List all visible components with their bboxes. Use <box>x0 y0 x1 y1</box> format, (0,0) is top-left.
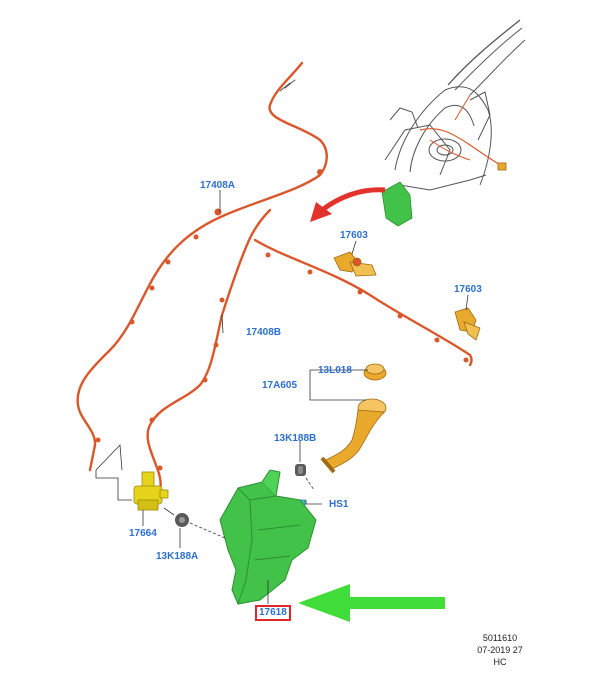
filler-pipe-17A605 <box>320 398 387 474</box>
callout-13K188B[interactable]: 13K188B <box>274 433 317 444</box>
callout-17408B[interactable]: 17408B <box>246 327 282 338</box>
callout-17408A[interactable]: 17408A <box>200 180 236 191</box>
green-highlight-arrow <box>298 584 445 622</box>
washer-reservoir-17618 <box>219 469 317 605</box>
illustration-date: 07-2019 27 <box>477 645 523 655</box>
washer-hose-17408B <box>146 208 473 510</box>
grommet-13K188A <box>175 513 189 527</box>
callout-17618[interactable]: 17618 <box>255 605 291 621</box>
callout-17603-left[interactable]: 17603 <box>340 230 368 241</box>
hose-clips <box>95 169 469 471</box>
vehicle-locator-inset <box>384 19 526 191</box>
washer-pump-17664 <box>133 471 169 511</box>
washer-hose-17408A <box>76 61 328 472</box>
filler-cap-13L018 <box>363 363 387 381</box>
callout-13L018[interactable]: 13L018 <box>318 365 352 376</box>
washer-nozzle-right <box>454 307 481 341</box>
leader-lines <box>95 190 469 604</box>
illustration-id: 5011610 <box>482 633 518 643</box>
callout-17664[interactable]: 17664 <box>129 528 157 539</box>
grommet-13K188B <box>295 464 306 476</box>
red-curved-arrow <box>310 187 386 222</box>
washer-nozzle-left <box>333 251 377 277</box>
callout-17A605[interactable]: 17A605 <box>262 380 298 391</box>
locator-reservoir-highlight <box>381 181 413 227</box>
callout-HS1[interactable]: HS1 <box>329 499 349 510</box>
callout-17603-right[interactable]: 17603 <box>454 284 482 295</box>
illustration-code: HC <box>493 657 507 667</box>
callout-13K188A[interactable]: 13K188A <box>156 551 199 562</box>
